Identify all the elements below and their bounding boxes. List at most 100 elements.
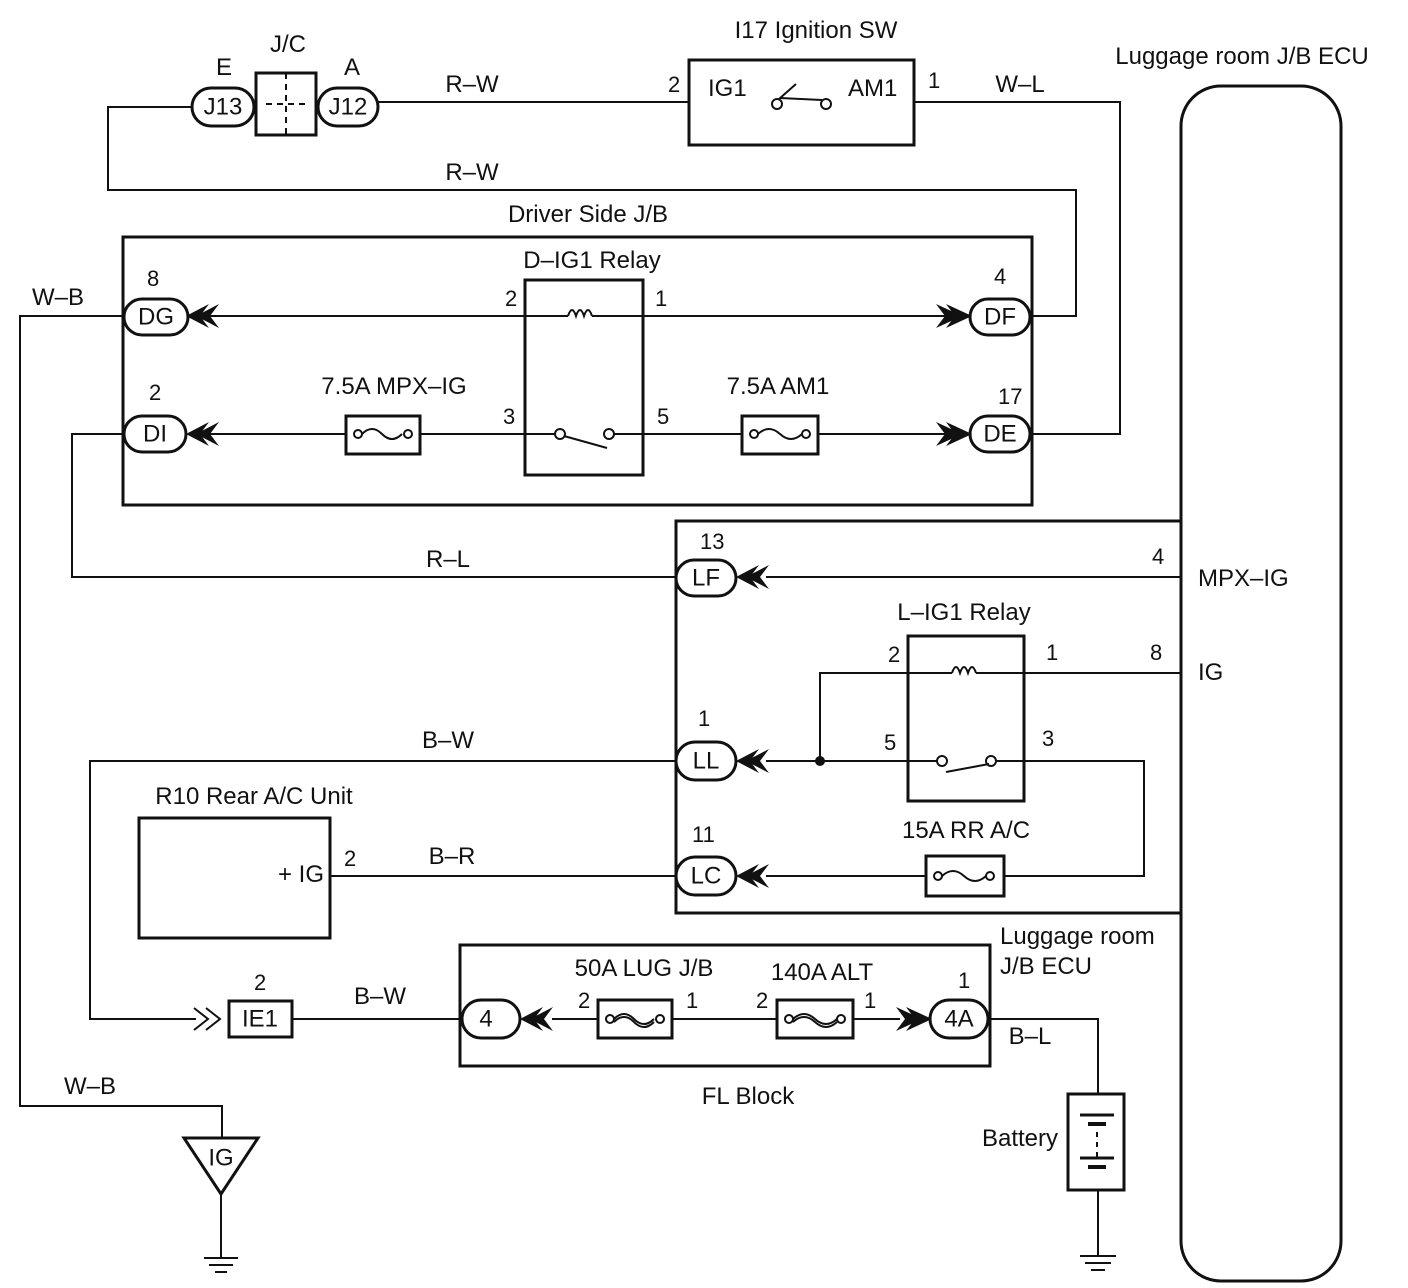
- svg-text:4: 4: [1152, 544, 1164, 569]
- svg-text:2: 2: [505, 286, 517, 311]
- connector-lf: 13 LF: [674, 529, 769, 598]
- luggage-ecu-label-line2: J/B ECU: [1000, 953, 1092, 980]
- svg-text:DF: DF: [984, 304, 1016, 331]
- svg-text:DI: DI: [143, 421, 167, 448]
- svg-text:3: 3: [503, 404, 515, 429]
- svg-text:1: 1: [864, 988, 876, 1013]
- d-ig1-relay: D–IG1 Relay 2 1 3 5: [503, 247, 669, 477]
- svg-text:DG: DG: [138, 304, 174, 331]
- connector-ie1: 2 IE1: [193, 970, 294, 1039]
- svg-text:1: 1: [655, 286, 667, 311]
- svg-text:1: 1: [958, 968, 970, 993]
- connector-di: 2 DI: [122, 380, 219, 454]
- connector-j12: J12: [316, 86, 380, 128]
- l-ig1-relay-title: L–IG1 Relay: [897, 599, 1030, 626]
- luggage-ecu-title: Luggage room J/B ECU: [1115, 43, 1368, 70]
- wire-rw-top: R–W: [445, 71, 499, 98]
- svg-text:2: 2: [149, 380, 161, 405]
- luggage-relay-block: 13 LF 4 L–IG1 Relay 2 1 5 3 8 1: [674, 519, 1181, 915]
- svg-text:1: 1: [686, 988, 698, 1013]
- wire-bl: B–L: [1009, 1023, 1052, 1050]
- am1-terminal-label: AM1: [848, 75, 897, 102]
- jc-e-label: E: [216, 54, 232, 81]
- svg-text:4: 4: [994, 264, 1006, 289]
- connector-fl-4: 4: [460, 998, 553, 1040]
- ground-symbol-body: [204, 1257, 238, 1273]
- fuse-lug-jb-label: 50A LUG J/B: [575, 955, 714, 982]
- fuse-am1-label: 7.5A AM1: [727, 373, 830, 400]
- fl-block-title: FL Block: [702, 1083, 795, 1110]
- fuse-mpx-ig: 7.5A MPX–IG: [321, 373, 467, 456]
- svg-text:2: 2: [888, 642, 900, 667]
- fuse-rr-ac-label: 15A RR A/C: [902, 817, 1030, 844]
- svg-text:4: 4: [479, 1006, 492, 1033]
- svg-text:LL: LL: [693, 748, 720, 775]
- svg-text:LC: LC: [691, 863, 722, 890]
- connector-ll: 1 LL: [674, 706, 769, 782]
- wire-wb-upper: W–B: [32, 284, 84, 311]
- fuse-am1: 7.5A AM1: [727, 373, 830, 456]
- fuse-rr-ac: 15A RR A/C: [902, 817, 1030, 898]
- svg-text:8: 8: [1150, 640, 1162, 665]
- fuse-mpx-ig-label: 7.5A MPX–IG: [321, 373, 466, 400]
- wire-br: B–R: [429, 843, 476, 870]
- svg-text:2: 2: [756, 988, 768, 1013]
- luggage-ecu-label-line1: Luggage room: [1000, 923, 1155, 950]
- wire-rw-second: R–W: [445, 159, 499, 186]
- svg-text:2: 2: [578, 988, 590, 1013]
- connector-lc: 11 LC: [674, 822, 769, 897]
- connector-de: 17 DE: [936, 384, 1032, 454]
- svg-text:J13: J13: [204, 94, 243, 121]
- fuse-50a-lug-jb: 50A LUG J/B 2 1: [575, 955, 714, 1040]
- luggage-room-jb-ecu: Luggage room J/B ECU MPX–IG IG: [1115, 43, 1369, 1283]
- svg-text:IE1: IE1: [242, 1006, 278, 1033]
- ig1-terminal-label: IG1: [708, 75, 747, 102]
- driver-side-jb: Driver Side J/B D–IG1 Relay 2 1 3 5 7.5A…: [121, 201, 1034, 507]
- svg-text:5: 5: [657, 404, 669, 429]
- wire-rl: R–L: [426, 546, 470, 573]
- connector-j13: J13: [190, 86, 256, 128]
- rear-ac-ig-terminal: + IG: [278, 861, 324, 888]
- wire-wl: W–L: [995, 71, 1044, 98]
- connector-fl-4a: 1 4A: [896, 968, 990, 1040]
- svg-text:5: 5: [884, 730, 896, 755]
- rear-ac-unit-r10: R10 Rear A/C Unit + IG 2: [137, 783, 356, 940]
- svg-text:IG: IG: [208, 1145, 233, 1172]
- svg-text:J12: J12: [329, 94, 368, 121]
- wire-wb-lower: W–B: [64, 1073, 116, 1100]
- fuse-alt-label: 140A ALT: [771, 959, 874, 986]
- rear-ac-unit-title: R10 Rear A/C Unit: [155, 783, 353, 810]
- svg-text:1: 1: [928, 68, 940, 93]
- fl-block: FL Block 4 50A LUG J/B 2 1 140A ALT 2 1: [458, 943, 992, 1110]
- connector-dg: 8 DG: [122, 266, 219, 337]
- svg-text:11: 11: [692, 822, 715, 847]
- driver-jb-title: Driver Side J/B: [508, 201, 668, 228]
- wire-bw-lower: B–W: [354, 983, 406, 1010]
- ground-point-ig: IG: [181, 1136, 261, 1197]
- ignition-switch-i17: I17 Ignition SW IG1 AM1 2 1: [668, 17, 940, 147]
- svg-text:1: 1: [698, 706, 710, 731]
- jc-a-label: A: [344, 54, 360, 81]
- connector-df: 4 DF: [936, 264, 1032, 337]
- jc-label: J/C: [270, 31, 306, 58]
- svg-text:8: 8: [147, 266, 159, 291]
- fuse-140a-alt: 140A ALT 2 1: [756, 959, 876, 1040]
- svg-text:17: 17: [998, 384, 1022, 409]
- ecu-mpx-ig-terminal: MPX–IG: [1198, 565, 1289, 592]
- svg-text:DE: DE: [983, 421, 1016, 448]
- svg-text:3: 3: [1042, 726, 1054, 751]
- svg-text:2: 2: [668, 72, 680, 97]
- svg-text:1: 1: [1046, 640, 1058, 665]
- junction-connector-jc: J/C E A J13 J12: [190, 31, 380, 137]
- ignition-switch-title: I17 Ignition SW: [735, 17, 898, 44]
- ground-symbol-battery: [1080, 1255, 1116, 1271]
- l-ig1-relay: L–IG1 Relay 2 1 5 3: [884, 599, 1058, 803]
- wire-bw-upper: B–W: [422, 727, 474, 754]
- battery-label: Battery: [982, 1125, 1058, 1152]
- svg-text:13: 13: [700, 529, 724, 554]
- svg-text:LF: LF: [692, 565, 720, 592]
- svg-text:2: 2: [344, 846, 356, 871]
- battery: Battery: [982, 1092, 1126, 1192]
- d-ig1-relay-title: D–IG1 Relay: [523, 247, 660, 274]
